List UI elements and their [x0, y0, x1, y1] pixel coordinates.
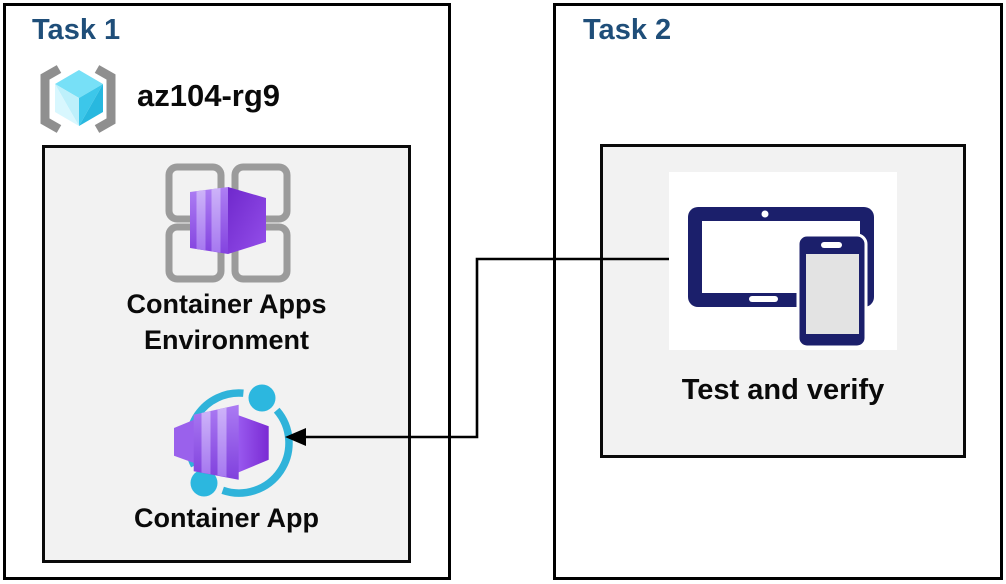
task2-box: Task 2 Test and verify — [553, 3, 1003, 580]
test-and-verify-label: Test and verify — [681, 374, 885, 406]
task2-inner-panel: Test and verify — [600, 144, 966, 458]
resource-group-name: az104-rg9 — [137, 78, 281, 113]
task2-title: Task 2 — [583, 14, 672, 46]
task1-title: Task 1 — [32, 14, 121, 46]
test-devices-icon — [688, 207, 874, 349]
task1-inner-panel: Container Apps Environment — [42, 145, 411, 563]
task1-box: Task 1 az104-rg9 — [3, 3, 451, 580]
container-apps-environment-icon — [165, 163, 291, 283]
container-app-icon — [174, 384, 293, 497]
container-app-label: Container App — [134, 503, 319, 533]
resource-group-icon — [40, 65, 116, 133]
devices-icon-background — [669, 172, 897, 350]
container-apps-environment-label: Container Apps Environment — [126, 289, 327, 355]
